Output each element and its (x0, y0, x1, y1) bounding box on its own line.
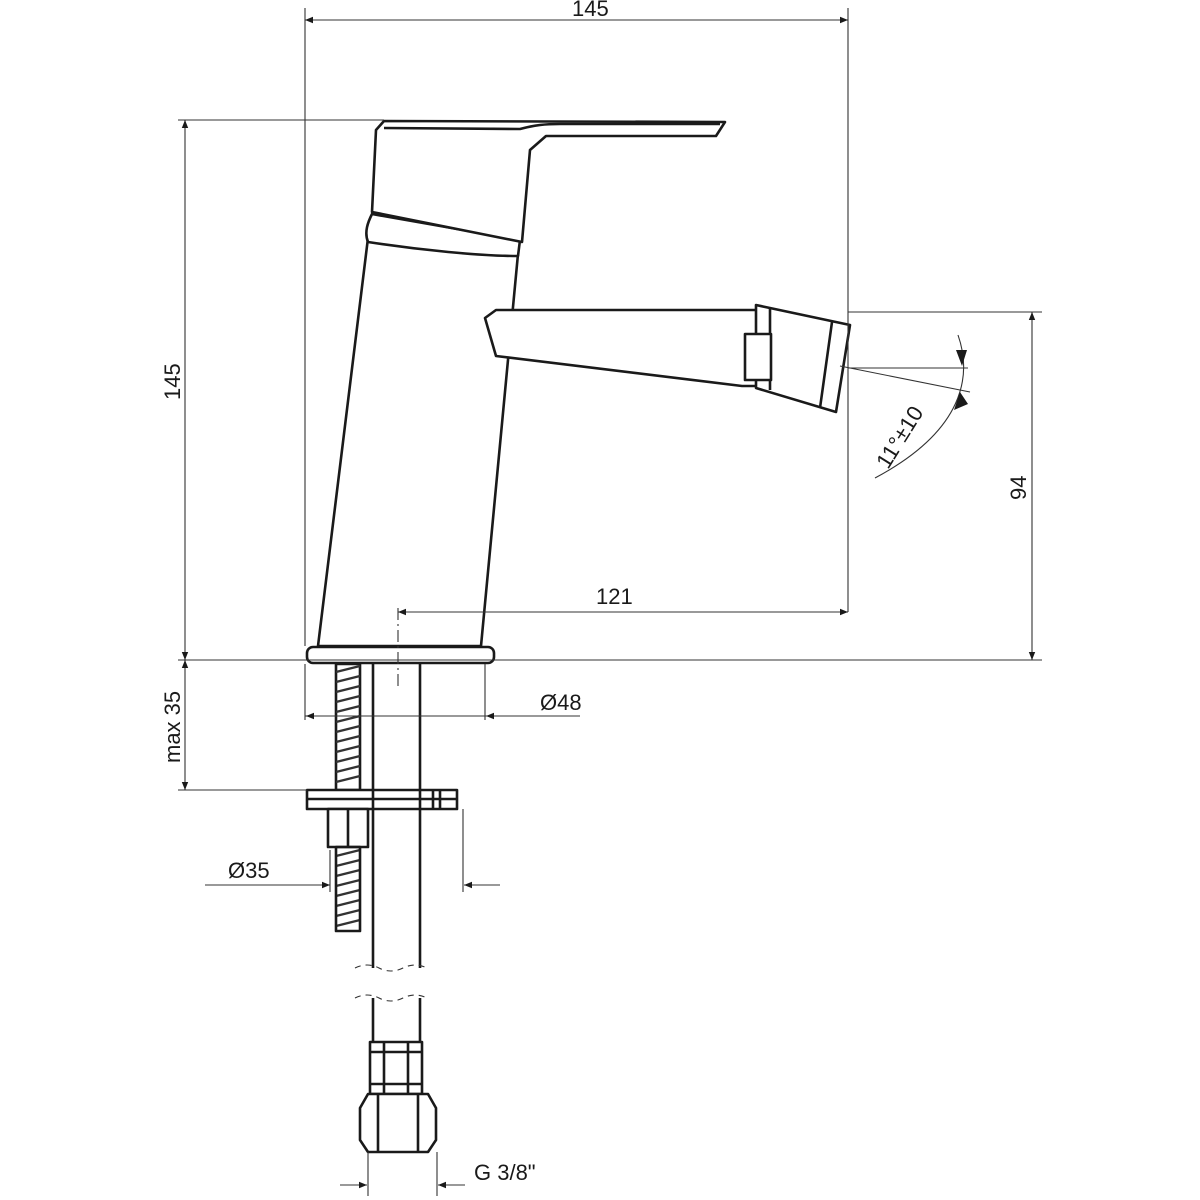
dimension-lines (181, 16, 1036, 1189)
extension-lines (178, 8, 1042, 1196)
dim-spout-reach: 121 (596, 584, 633, 609)
spout (483, 308, 760, 388)
lever-top-line (383, 122, 720, 131)
aerator-nozzle (743, 332, 773, 382)
tap-body (305, 119, 852, 665)
hose-ferrule (368, 1040, 424, 1096)
mounting-set (305, 662, 459, 1154)
dim-base-diameter: Ø48 (540, 690, 582, 715)
dim-overall-width: 145 (572, 0, 609, 21)
dim-max-deck-thickness: max 35 (160, 691, 185, 763)
lever-handle (370, 119, 727, 244)
dim-connection-thread: G 3/8" (474, 1160, 536, 1185)
fixing-bar-detail (307, 790, 457, 809)
body-column (316, 236, 520, 648)
thread-hatch (335, 664, 361, 928)
aerator-axis-inclined (839, 365, 971, 393)
base-plate (305, 645, 496, 665)
dim-spout-height: 94 (1006, 476, 1031, 500)
dim-aerator-angle: 11°±10 (871, 402, 928, 473)
supply-hose (371, 664, 422, 1042)
threaded-rod-lower (334, 845, 362, 933)
body-collar (365, 212, 522, 258)
hex-nut (358, 1092, 438, 1154)
break-line (354, 964, 428, 1002)
dim-overall-height: 145 (160, 363, 185, 400)
dim-hole-diameter: Ø35 (228, 858, 270, 883)
